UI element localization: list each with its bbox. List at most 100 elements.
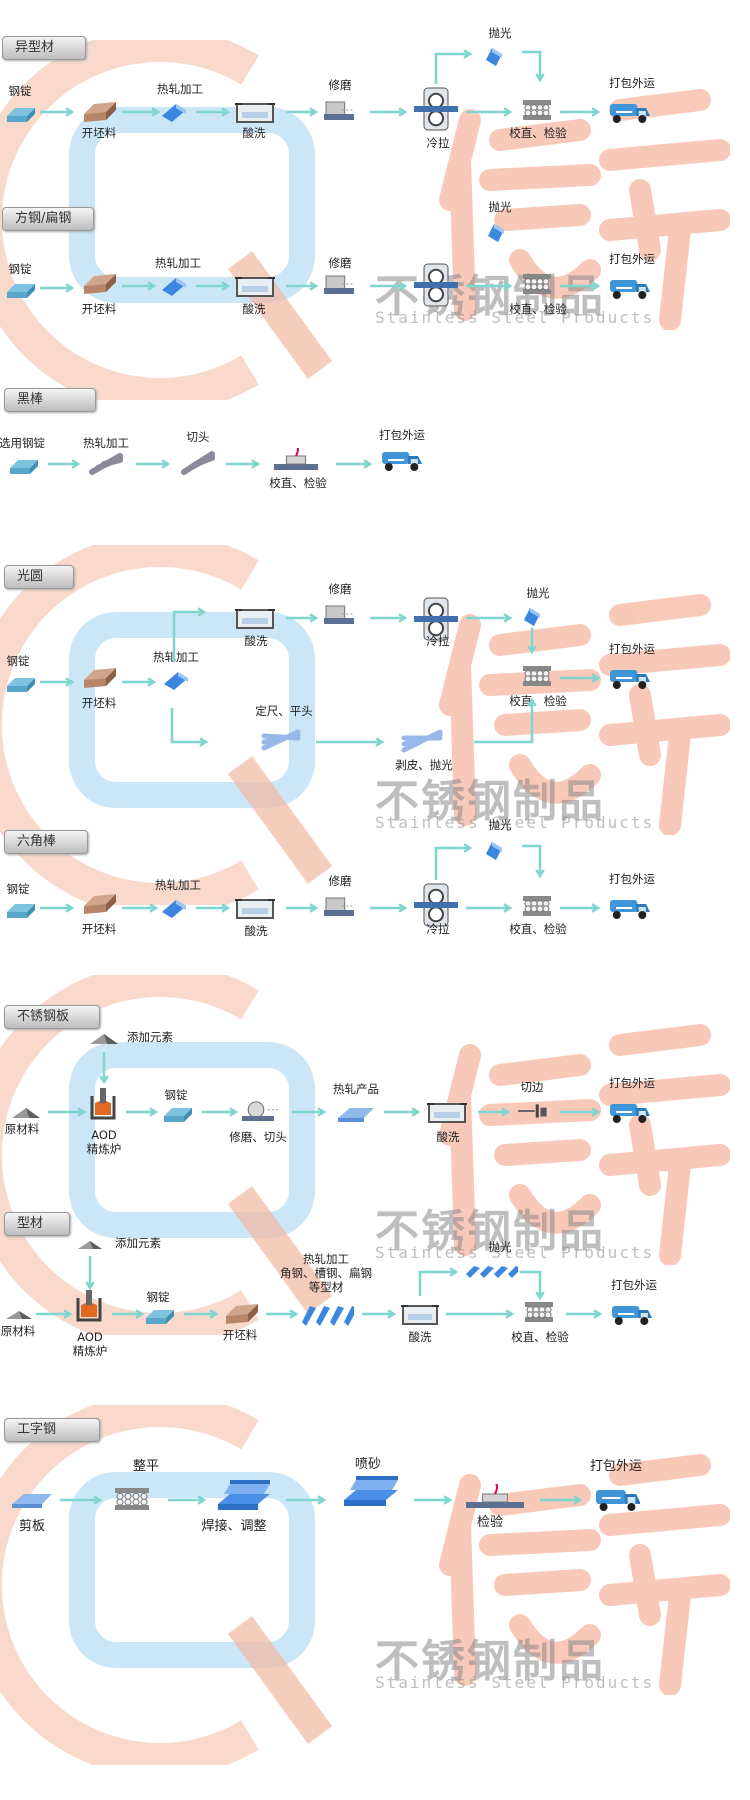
- step-label: 开坯料: [81, 302, 117, 316]
- cold-draw-icon: [414, 262, 458, 308]
- flow-arrow: [284, 1104, 332, 1120]
- flow-arrow: [552, 278, 606, 294]
- truck-icon: [608, 274, 652, 300]
- flow-arrow: [458, 104, 518, 120]
- flow-arrow: [164, 700, 214, 750]
- flow-arrow: [552, 900, 606, 916]
- truck-icon: [608, 894, 652, 920]
- flow-arrow: [40, 1104, 92, 1120]
- step-label: 原材料: [4, 1122, 40, 1136]
- blue-bar-icon: [156, 100, 190, 122]
- straightener-icon: [522, 1300, 556, 1324]
- acid-tank-icon: [234, 272, 276, 300]
- flow-arrow: [166, 604, 212, 670]
- flow-arrow: [114, 278, 162, 294]
- step-label: 钢锭: [6, 654, 30, 668]
- watermark-q-logo: [0, 533, 360, 917]
- ingot-icon: [3, 100, 37, 122]
- ibeam-icon: [214, 1476, 274, 1512]
- straightener-icon: [520, 894, 554, 918]
- pile-icon: [76, 1236, 104, 1250]
- step-label: AOD: [77, 1330, 103, 1344]
- flow-arrow: [28, 1306, 78, 1322]
- straightener-icon: [520, 272, 554, 296]
- step-label: 修磨、切头: [229, 1130, 287, 1144]
- plate-icon: [10, 1488, 54, 1510]
- flow-arrow: [354, 1306, 402, 1322]
- flow-arrow: [32, 280, 80, 296]
- flow-arrow: [470, 1104, 516, 1120]
- flow-arrow: [218, 456, 266, 472]
- flow-arrow: [362, 900, 413, 916]
- flow-arrow: [458, 278, 518, 294]
- step-label: 剪板: [18, 1519, 46, 1534]
- step-label: 开坯料: [222, 1328, 258, 1342]
- pile-icon: [88, 1030, 120, 1046]
- ibeam-icon: [340, 1472, 402, 1508]
- plate-icon: [336, 1102, 376, 1124]
- section-header-xingcai: 型材: [4, 1212, 70, 1236]
- step-label: 校直、检验: [509, 126, 567, 140]
- rods-icon: [178, 446, 216, 476]
- step-label: 开坯料: [81, 696, 117, 710]
- watermark-q-logo: [0, 1393, 360, 1777]
- step-label: 校直、检验: [511, 1330, 569, 1344]
- ingot-icon: [160, 1104, 194, 1122]
- flow-arrow: [278, 610, 324, 626]
- section-header-heibang: 黑棒: [4, 388, 96, 412]
- step-label: 焊接、调整: [201, 1519, 267, 1534]
- flow-arrow: [194, 1104, 244, 1120]
- grinder-icon: [322, 96, 356, 124]
- flow-arrow: [438, 1306, 520, 1322]
- flow-arrow: [278, 1492, 332, 1508]
- flow-arrow: [114, 674, 162, 690]
- watermark-calligraphy: [430, 80, 731, 331]
- blue-bar-icon: [480, 838, 506, 860]
- flow-arrow: [114, 900, 164, 916]
- step-label: 精炼炉: [72, 1344, 108, 1358]
- truck-icon: [608, 98, 652, 124]
- step-label: AOD: [91, 1128, 117, 1142]
- step-label: 钢锭: [6, 882, 30, 896]
- round-bars-icon: [258, 722, 306, 754]
- step-label: 酸洗: [244, 634, 268, 648]
- flow-arrow: [512, 1264, 548, 1306]
- flow-arrow: [362, 104, 413, 120]
- step-label: 冷拉: [426, 136, 450, 150]
- step-label: 打包外运: [609, 252, 655, 266]
- flow-arrow: [328, 456, 378, 472]
- flow-arrow: [32, 900, 80, 916]
- flow-arrow: [52, 1492, 108, 1508]
- round-bars-icon: [398, 722, 448, 756]
- step-label: 选用钢锭: [0, 436, 45, 450]
- acid-tank-icon: [234, 894, 276, 922]
- step-label: 修磨: [328, 256, 352, 270]
- step-label: 酸洗: [408, 1330, 432, 1344]
- step-label: 热轧加工: [155, 878, 201, 892]
- acid-tank-icon: [400, 1300, 440, 1328]
- flow-arrow: [176, 1306, 224, 1322]
- step-label: 检验: [476, 1515, 504, 1530]
- billet-icon: [222, 1302, 260, 1326]
- step-label: 酸洗: [244, 924, 268, 938]
- step-label: 切边: [520, 1080, 544, 1094]
- step-label: 热轧加工: [157, 82, 203, 96]
- step-label: 修磨: [328, 582, 352, 596]
- grinder-icon: [322, 270, 356, 298]
- grinder2-icon: [240, 1098, 280, 1124]
- blue-bar-icon: [156, 896, 190, 918]
- flow-arrow: [32, 674, 80, 690]
- ingot-icon: [3, 670, 37, 692]
- section-header-yixingcai: 异型材: [2, 36, 86, 60]
- step-label: 抛光: [488, 200, 512, 214]
- flow-arrow: [458, 900, 518, 916]
- truck-icon: [594, 1484, 642, 1512]
- step-label: 打包外运: [611, 1278, 657, 1292]
- flow-arrow: [160, 1492, 212, 1508]
- truck-icon: [608, 664, 652, 690]
- flow-arrow: [308, 734, 390, 750]
- step-label: 精炼炉: [86, 1142, 122, 1156]
- grinder-icon: [322, 892, 356, 920]
- inspect-icon: [272, 443, 320, 474]
